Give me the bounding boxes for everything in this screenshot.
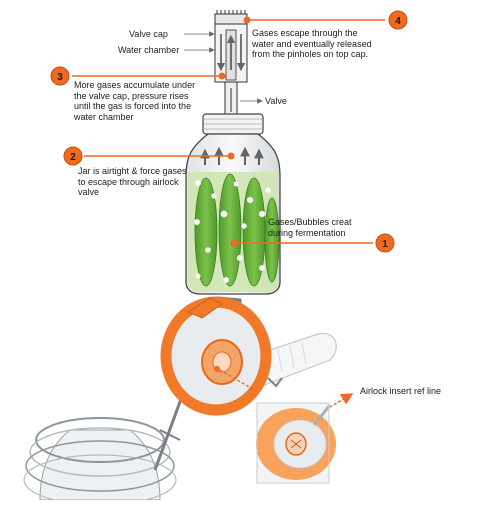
step-2-text: Jar is airtight & force gases to escape … <box>78 166 187 197</box>
step-2-marker: 2 <box>63 146 235 166</box>
step-2-number: 2 <box>70 152 76 163</box>
valve-label: Valve <box>265 96 287 106</box>
airlock-valve-icon <box>214 10 248 115</box>
gas-bubble-icon <box>193 179 272 284</box>
swing-top-jar-photo <box>23 296 354 505</box>
step-3-text: More gases accumulate under the valve ca… <box>74 80 196 122</box>
cucumber-icon <box>194 173 280 287</box>
step-4-number: 4 <box>395 16 401 27</box>
step-4-marker: 4 <box>243 10 408 30</box>
step-3-number: 3 <box>57 72 63 83</box>
step-4-text: Gases escape through the water and event… <box>252 28 372 59</box>
step-3-marker: 3 <box>50 66 226 86</box>
water-chamber-label: Water chamber <box>118 45 180 55</box>
airlock-closeup-photo <box>256 402 336 484</box>
airlock-ref-label: Airlock insert ref line <box>360 386 442 396</box>
step-1-text: Gases/Bubbles creat during fermentation <box>268 217 352 238</box>
step-1-number: 1 <box>382 239 388 250</box>
step-1-marker: 1 <box>230 233 395 253</box>
valve-cap-label: Valve cap <box>129 29 168 39</box>
